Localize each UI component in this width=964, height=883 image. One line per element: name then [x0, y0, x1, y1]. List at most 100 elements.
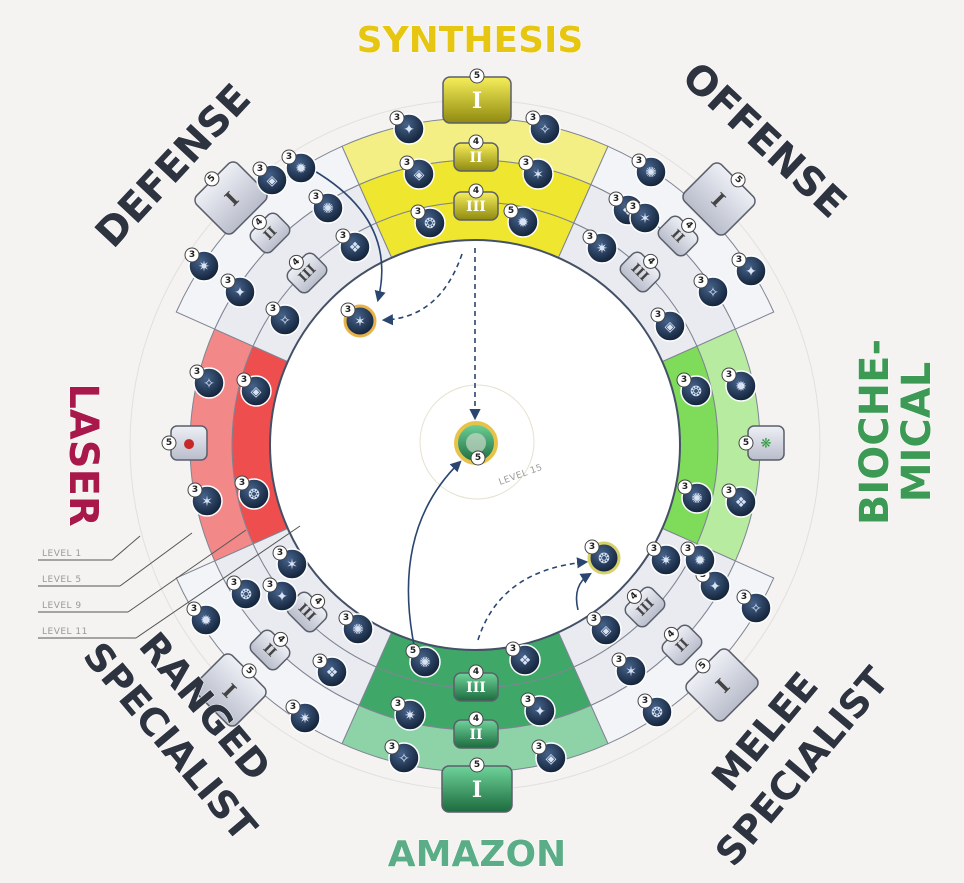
ability-biochemical-1[interactable]: ❂3: [676, 372, 712, 407]
ability-amazon-3[interactable]: ✷3: [390, 696, 426, 731]
tier-roman: II: [469, 727, 482, 743]
ability-defense-7[interactable]: ◈3: [252, 161, 288, 196]
ability-glyph-icon: ❖: [349, 240, 362, 256]
points-badge: 3: [186, 601, 202, 617]
ability-glyph-icon: ✷: [660, 553, 672, 569]
ability-melee-4[interactable]: ◈3: [586, 611, 622, 646]
ability-ranged-5[interactable]: ❖3: [312, 653, 348, 688]
svg-text:5: 5: [166, 438, 172, 448]
ability-synthesis-5[interactable]: ❂3: [410, 204, 446, 239]
ability-melee-1[interactable]: ✷3: [646, 541, 682, 576]
svg-text:3: 3: [536, 742, 542, 752]
ability-laser-4[interactable]: ❂3: [234, 475, 270, 510]
ability-defense-2[interactable]: ✺3: [308, 189, 344, 224]
ability-defense-4[interactable]: ✷3: [184, 247, 220, 282]
ability-ranged-2[interactable]: ❂3: [226, 575, 262, 610]
ability-offense-7[interactable]: ✶3: [625, 199, 661, 234]
laser-root-tile[interactable]: ●5: [161, 425, 208, 461]
ability-synthesis-4[interactable]: ✶3: [518, 155, 554, 190]
ability-defense-3[interactable]: ❖3: [335, 228, 371, 263]
ability-defense-6[interactable]: ✧3: [265, 301, 301, 336]
ability-offense-4[interactable]: ✦3: [731, 252, 767, 287]
svg-text:5: 5: [508, 206, 514, 216]
tier-offense-1[interactable]: I5: [680, 154, 763, 237]
ability-ranged-3[interactable]: ✹3: [186, 601, 222, 636]
center-capstone[interactable]: 5: [454, 421, 498, 466]
root-tile-icon: ●: [183, 437, 194, 452]
ability-amazon-4[interactable]: ✦3: [520, 692, 556, 727]
ability-amazon-2[interactable]: ❖3: [505, 641, 541, 676]
center-points-badge: 5: [470, 450, 486, 466]
ability-laser-1[interactable]: ✧3: [189, 364, 225, 399]
ability-glyph-icon: ✧: [539, 122, 551, 138]
tier-synthesis-2[interactable]: II4: [453, 134, 499, 172]
ability-synthesis-6[interactable]: ✹5: [503, 203, 539, 238]
points-badge: 3: [693, 273, 709, 289]
ability-synthesis-2[interactable]: ✧3: [525, 110, 561, 145]
ability-special-amazon-link[interactable]: ❂3: [584, 539, 621, 575]
ability-melee-3[interactable]: ✧3: [736, 589, 772, 624]
ability-melee-7[interactable]: ✹3: [680, 541, 716, 576]
svg-text:3: 3: [257, 164, 263, 174]
ability-biochemical-2[interactable]: ✹3: [721, 367, 757, 402]
ability-ranged-4[interactable]: ✺3: [338, 610, 374, 645]
svg-text:3: 3: [317, 656, 323, 666]
ability-ranged-1[interactable]: ✶3: [272, 545, 308, 580]
ability-biochemical-4[interactable]: ❖3: [721, 483, 757, 518]
level-label-4: LEVEL 11: [42, 627, 88, 637]
svg-text:5: 5: [243, 665, 255, 677]
ability-synthesis-3[interactable]: ◈3: [399, 155, 435, 190]
tier-points-badge: 4: [468, 183, 484, 199]
ability-glyph-icon: ◈: [546, 751, 557, 767]
ability-offense-6[interactable]: ◈3: [650, 307, 686, 342]
tier-synthesis-1[interactable]: I5: [442, 68, 512, 124]
ability-biochemical-3[interactable]: ✺3: [677, 479, 713, 514]
ability-synthesis-1[interactable]: ✦3: [389, 110, 425, 145]
tier-melee-1[interactable]: I5: [677, 640, 760, 723]
ability-glyph-icon: ✧: [279, 313, 291, 329]
ability-defense-1[interactable]: ✹3: [281, 149, 317, 184]
ability-laser-3[interactable]: ✶3: [187, 482, 223, 517]
tier-amazon-1[interactable]: I5: [441, 757, 513, 813]
ability-ranged-6[interactable]: ✷3: [285, 699, 321, 734]
ability-defense-5[interactable]: ✦3: [220, 273, 256, 308]
tier-ranged-1[interactable]: I5: [191, 645, 274, 728]
ability-special-synthesis-link[interactable]: ✶3: [340, 302, 377, 338]
ability-offense-3[interactable]: ✷3: [582, 229, 618, 264]
tier-defense-1[interactable]: I5: [186, 153, 269, 236]
ability-amazon-1[interactable]: ✺5: [405, 643, 441, 678]
tier-melee-2[interactable]: II4: [654, 617, 705, 668]
title-biochemical-line1: BIOCHE-: [852, 339, 898, 525]
ability-melee-5[interactable]: ✶3: [611, 652, 647, 687]
tier-defense-2[interactable]: II4: [242, 205, 293, 256]
level-label-2: LEVEL 5: [42, 575, 82, 585]
tier-points-badge: 4: [288, 254, 304, 270]
ability-offense-1[interactable]: ✺3: [631, 153, 667, 188]
ability-ranged-7[interactable]: ✦3: [262, 577, 298, 612]
ability-glyph-icon: ✷: [404, 708, 416, 724]
tier-roman: III: [466, 680, 486, 696]
tier-roman: II: [469, 150, 482, 166]
svg-text:4: 4: [473, 186, 479, 196]
title-amazon: AMAZON: [388, 834, 566, 875]
ability-laser-2[interactable]: ◈3: [236, 372, 272, 407]
tier-ranged-2[interactable]: II4: [247, 622, 298, 673]
ability-melee-6[interactable]: ❂3: [637, 693, 673, 728]
tier-amazon-2[interactable]: II4: [453, 711, 499, 749]
biochemical-root-tile[interactable]: ❋5: [738, 425, 785, 461]
ability-amazon-5[interactable]: ✧3: [384, 739, 420, 774]
tier-offense-2[interactable]: II4: [655, 208, 706, 259]
ability-amazon-6[interactable]: ◈3: [531, 739, 567, 774]
tier-points-badge: 4: [643, 253, 659, 269]
svg-text:3: 3: [510, 644, 516, 654]
svg-text:4: 4: [645, 256, 657, 268]
ability-offense-5[interactable]: ✧3: [693, 273, 729, 308]
